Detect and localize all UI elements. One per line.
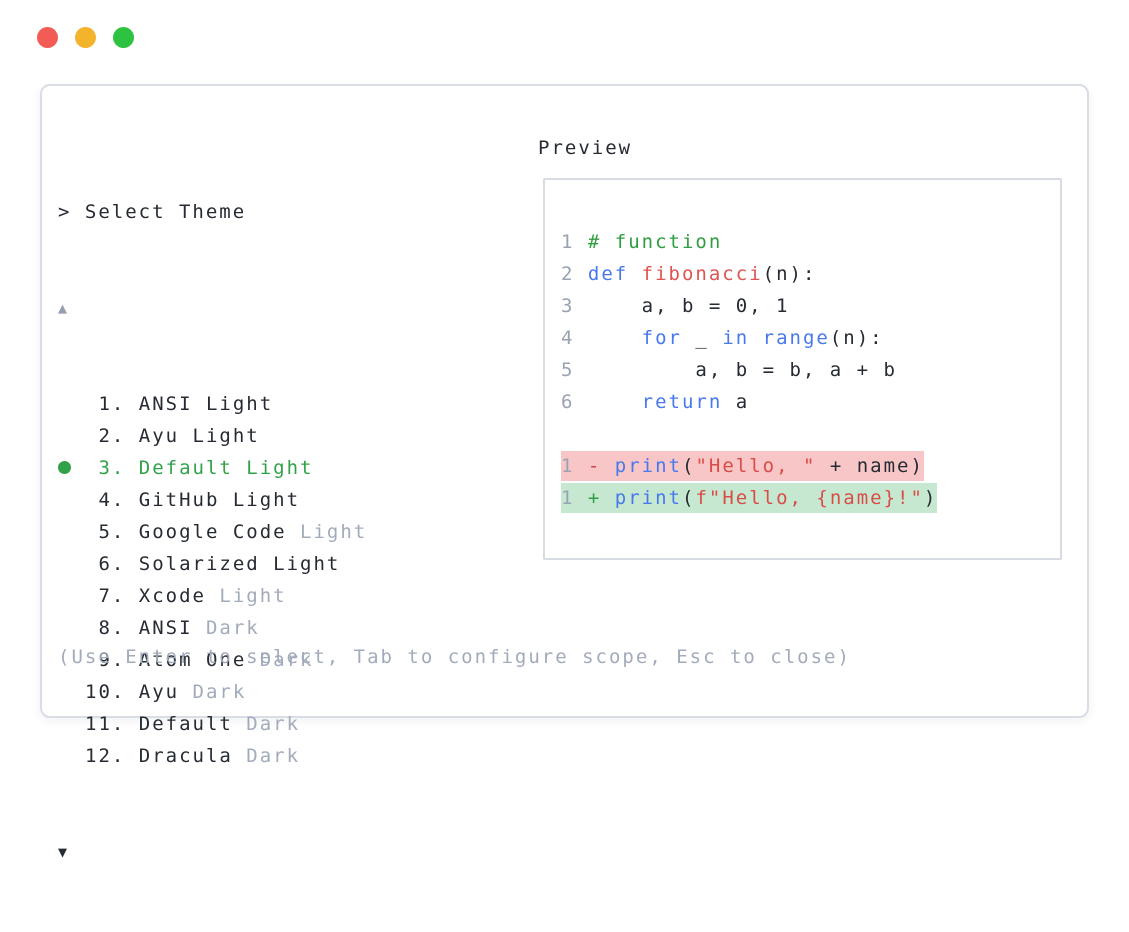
token-fn: fibonacci (641, 263, 763, 285)
theme-option-github-light[interactable]: 4. GitHub Light (58, 484, 367, 516)
token-kw: print (614, 487, 682, 509)
theme-option-label: 3. Default Light (85, 457, 314, 479)
theme-option-label: 7. Xcode (85, 585, 206, 607)
token-pl: _ (681, 327, 723, 349)
theme-options: 1. ANSI Light 2. Ayu Light 3. Default Li… (58, 388, 367, 772)
theme-variant-label: Dark (232, 713, 301, 735)
token-ln: 2 (561, 263, 588, 285)
token-pl: + name) (816, 455, 924, 477)
token-ln: 6 (561, 391, 588, 413)
diff-add-highlight: 1 + print(f"Hello, {name}!") (561, 483, 938, 513)
token-delm: - (587, 455, 615, 477)
theme-option-label: 8. ANSI (85, 617, 193, 639)
theme-option-ansi[interactable]: 8. ANSI Dark (58, 612, 367, 644)
theme-option-solarized-light[interactable]: 6. Solarized Light (58, 548, 367, 580)
diff-del-highlight: 1 - print("Hello, " + name) (561, 451, 924, 481)
token-ln: 3 (561, 295, 588, 317)
theme-option-label: 9. Atom One (85, 649, 247, 671)
zoom-button[interactable] (113, 27, 134, 48)
token-str: f"Hello, {name}!" (695, 487, 924, 509)
theme-option-xcode[interactable]: 7. Xcode Light (58, 580, 367, 612)
minimize-button[interactable] (75, 27, 96, 48)
token-ln: 1 (561, 487, 588, 509)
theme-option-default-light[interactable]: 3. Default Light (58, 452, 367, 484)
theme-option-label: 11. Default (85, 713, 233, 735)
keyboard-hints: (Use Enter to select, Tab to configure s… (58, 646, 851, 668)
theme-option-dracula[interactable]: 12. Dracula Dark (58, 740, 367, 772)
token-pl (588, 391, 642, 413)
theme-picker-prompt: > Select Theme (58, 201, 247, 223)
theme-option-default[interactable]: 11. Default Dark (58, 708, 367, 740)
theme-option-label: 10. Ayu (85, 681, 180, 703)
token-ln: 4 (561, 327, 588, 349)
code-line: 5 a, b = b, a + b (561, 354, 937, 386)
diff-add-line: 1 + print(f"Hello, {name}!") (561, 482, 938, 514)
token-kw: for (641, 327, 682, 349)
token-ln: 1 (561, 455, 588, 477)
token-kw: def (587, 263, 629, 285)
selected-dot (58, 452, 85, 484)
code-line: 2 def fibonacci(n): (561, 258, 937, 290)
scroll-up-icon[interactable]: ▲ (58, 299, 70, 317)
theme-option-label: 5. Google Code (85, 521, 287, 543)
token-addm: + (587, 487, 615, 509)
preview-title: Preview (538, 137, 633, 159)
scroll-down-icon[interactable]: ▼ (58, 843, 70, 861)
theme-option-label: 2. Ayu Light (85, 425, 260, 447)
code-line (561, 418, 937, 450)
token-pl (588, 327, 642, 349)
token-kw: in (722, 327, 750, 349)
theme-variant-label: Dark (232, 745, 301, 767)
theme-option-ansi-light[interactable]: 1. ANSI Light (58, 388, 367, 420)
code-line: 6 return a (561, 386, 937, 418)
token-pl: a, b = 0, 1 (587, 295, 790, 317)
window-controls (37, 27, 134, 48)
theme-variant-label: Light (205, 585, 287, 607)
theme-option-label: 1. ANSI Light (85, 393, 274, 415)
theme-variant-label: Light (286, 521, 368, 543)
token-pl: ( (681, 455, 696, 477)
theme-option-label: 6. Solarized Light (85, 553, 341, 575)
theme-variant-label: Dark (246, 649, 314, 671)
theme-option-atom-one[interactable]: 9. Atom One Dark (58, 644, 367, 676)
token-pl: a, b = b, a + b (587, 359, 897, 381)
selected-dot-icon (58, 461, 71, 474)
token-pl: ) (923, 487, 938, 509)
theme-variant-label: Dark (179, 681, 247, 703)
close-button[interactable] (37, 27, 58, 48)
code-line: 4 for _ in range(n): (561, 322, 937, 354)
diff-del-line: 1 - print("Hello, " + name) (561, 450, 937, 482)
token-kw: return (641, 391, 723, 413)
token-pl (628, 263, 641, 285)
token-pl: (n): (762, 263, 817, 285)
token-pl (749, 327, 762, 349)
theme-variant-label: Dark (192, 617, 260, 639)
token-pl: a (722, 391, 750, 413)
theme-picker-dialog: > Select Theme ▲ 1. ANSI Light 2. Ayu Li… (40, 84, 1089, 861)
theme-option-label: 4. GitHub Light (85, 489, 301, 511)
theme-option-label: 12. Dracula (85, 745, 233, 767)
token-pl: ( (681, 487, 696, 509)
token-kw: print (614, 455, 682, 477)
code-line: 1 # function (561, 226, 937, 258)
code-line: 3 a, b = 0, 1 (561, 290, 937, 322)
theme-option-google-code[interactable]: 5. Google Code Light (58, 516, 367, 548)
theme-option-ayu-light[interactable]: 2. Ayu Light (58, 420, 367, 452)
token-str: "Hello, " (695, 455, 817, 477)
token-cmt: # function (587, 231, 723, 253)
theme-option-ayu[interactable]: 10. Ayu Dark (58, 676, 367, 708)
token-kw: range (762, 327, 830, 349)
theme-list: > Select Theme ▲ 1. ANSI Light 2. Ayu Li… (58, 132, 367, 932)
token-ln: 5 (561, 359, 588, 381)
token-ln: 1 (561, 231, 588, 253)
token-pl: (n): (829, 327, 884, 349)
